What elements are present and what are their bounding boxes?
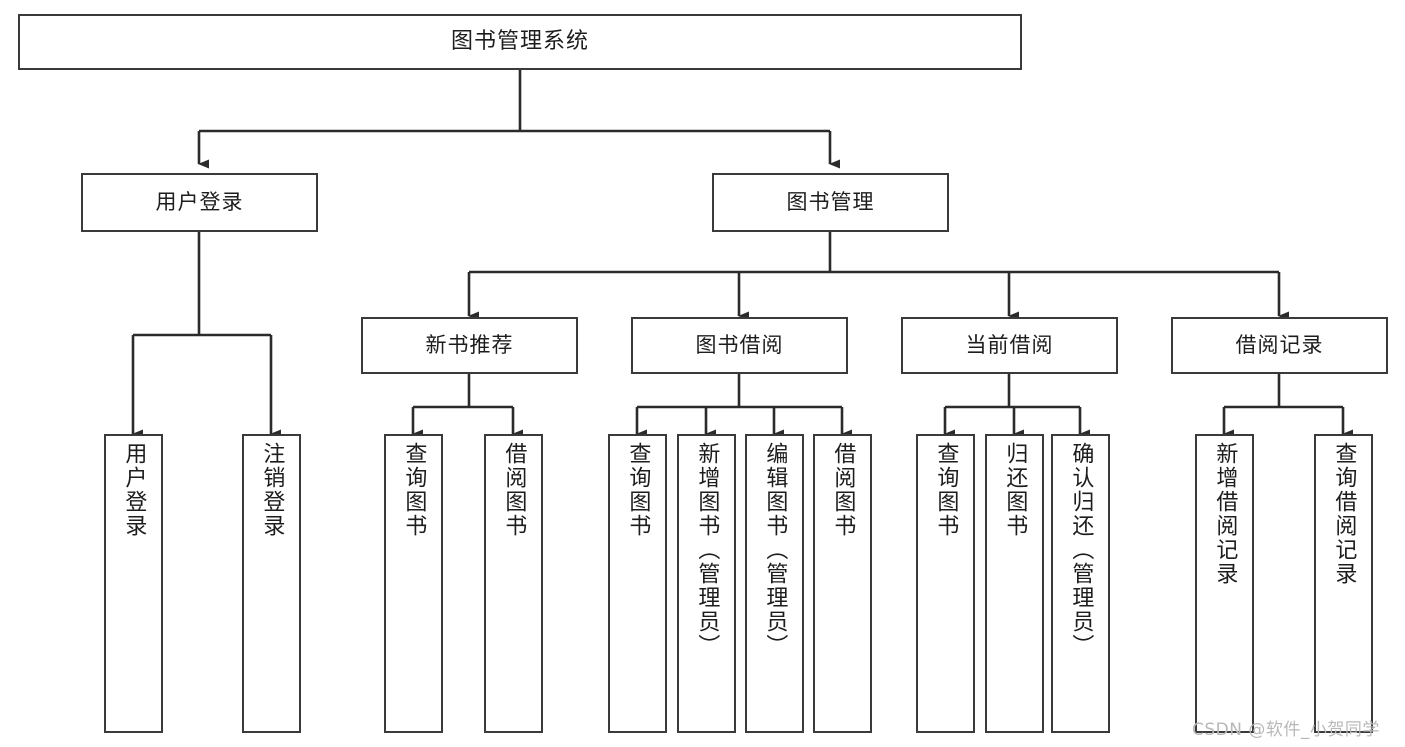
node-label: 当前借阅 [965,332,1054,357]
node-label: 借阅图书 [830,442,856,538]
leaf-borrow-edit-book-admin[interactable]: 编辑图书（管理员） [745,434,804,733]
node-label: 查询图书 [625,442,651,538]
node-label: 图书管理 [786,189,875,214]
node-label: 图书借阅 [695,332,784,357]
node-user-login[interactable]: 用户登录 [81,173,318,232]
node-borrow-record[interactable]: 借阅记录 [1171,317,1388,374]
node-label: 编辑图书（管理员） [762,442,788,658]
node-label: 查询借阅记录 [1331,442,1357,586]
node-label: 图书管理系统 [450,28,589,54]
leaf-current-query-book[interactable]: 查询图书 [916,434,975,733]
leaf-record-query-borrow-record[interactable]: 查询借阅记录 [1314,434,1373,733]
leaf-record-add-borrow-record[interactable]: 新增借阅记录 [1195,434,1254,733]
node-label: 新书推荐 [425,332,514,357]
leaf-user-login-logout[interactable]: 注销登录 [242,434,301,733]
leaf-current-confirm-return-admin[interactable]: 确认归还（管理员） [1051,434,1110,733]
leaf-recommend-borrow-book[interactable]: 借阅图书 [484,434,543,733]
node-label: 注销登录 [259,442,285,538]
leaf-borrow-add-book-admin[interactable]: 新增图书（管理员） [677,434,736,733]
node-label: 确认归还（管理员） [1068,442,1094,658]
leaf-recommend-query-book[interactable]: 查询图书 [384,434,443,733]
leaf-current-return-book[interactable]: 归还图书 [985,434,1044,733]
node-book-management[interactable]: 图书管理 [712,173,949,232]
node-new-book-recommend[interactable]: 新书推荐 [361,317,578,374]
node-label: 查询图书 [933,442,959,538]
node-label: 借阅图书 [501,442,527,538]
node-label: 用户登录 [155,189,244,214]
node-current-borrow[interactable]: 当前借阅 [901,317,1118,374]
leaf-borrow-query-book[interactable]: 查询图书 [608,434,667,733]
node-label: 查询图书 [401,442,427,538]
node-label: 新增图书（管理员） [694,442,720,658]
node-label: 归还图书 [1002,442,1028,538]
node-label: 用户登录 [121,442,147,538]
node-label: 新增借阅记录 [1212,442,1238,586]
leaf-user-login-login[interactable]: 用户登录 [104,434,163,733]
csdn-watermark: CSDN @软件_小贺同学 [1192,720,1380,740]
leaf-borrow-borrow-book[interactable]: 借阅图书 [813,434,872,733]
node-book-borrow[interactable]: 图书借阅 [631,317,848,374]
node-label: 借阅记录 [1235,332,1324,357]
node-root-book-management-system[interactable]: 图书管理系统 [18,14,1022,70]
